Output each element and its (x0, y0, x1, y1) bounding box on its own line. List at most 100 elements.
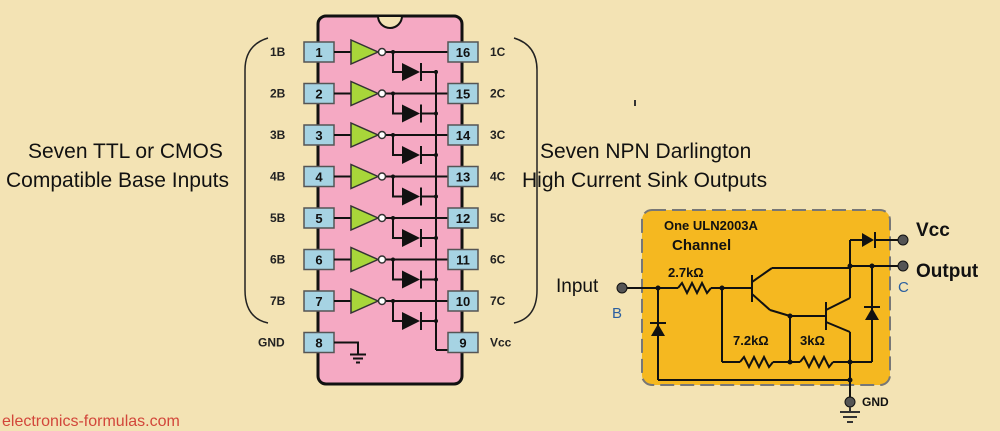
pin-number-left: 1 (315, 45, 322, 60)
pin-box-right (447, 207, 479, 229)
diode-icon (402, 229, 420, 247)
diode-wire (392, 176, 402, 198)
diode-wire (392, 52, 402, 73)
junction-dot (434, 111, 438, 116)
diode-wire (392, 301, 402, 322)
diode-icon (402, 146, 420, 164)
pin-label-left: 3B (270, 128, 286, 142)
pin-label-left: 1B (270, 45, 286, 59)
pin-number-right: 9 (459, 336, 466, 351)
pin-label-right: 7C (490, 294, 506, 308)
pin-label-right: Vcc (490, 336, 512, 350)
inverter-bubble (377, 255, 387, 264)
pin-box-right (447, 331, 479, 354)
r3-label: 3kΩ (800, 333, 825, 348)
left-bracket (244, 37, 269, 324)
ic-package (316, 14, 464, 386)
buffer-triangle (350, 163, 380, 190)
inverter-bubble (377, 296, 387, 306)
inverter-bubble (377, 47, 387, 57)
vcc-label: Vcc (916, 220, 950, 241)
buffer-triangle (350, 246, 380, 273)
output-pin-label: C (898, 279, 909, 296)
pin-box-right (447, 41, 479, 63)
pin-label-left: GND (258, 336, 285, 350)
junction-dot (434, 319, 438, 323)
ground-icon (840, 407, 860, 423)
channel-box (641, 209, 891, 386)
pin-number-left: 2 (315, 87, 322, 102)
input-terminal (616, 282, 628, 294)
buffer-triangle (350, 38, 380, 66)
output-label: Output (916, 261, 979, 282)
pin-box-right (447, 165, 479, 188)
junction-dot (434, 194, 438, 199)
inverter-bubble (377, 89, 387, 98)
left-caption-line1: Seven TTL or CMOS (28, 140, 223, 163)
inverter-bubble (377, 172, 387, 181)
diode-wire (392, 93, 402, 115)
junction-dot (434, 277, 438, 282)
buffer-triangle (350, 80, 380, 107)
diode-wire (392, 135, 402, 156)
junction-dot (434, 153, 438, 157)
pin-number-right: 13 (456, 170, 470, 185)
diode-icon (402, 104, 420, 123)
diode-icon (402, 270, 420, 289)
buffer-triangle (350, 204, 380, 232)
input-label: Input (556, 276, 599, 297)
junction-dot (434, 70, 438, 74)
diode-icon (402, 63, 420, 81)
r1-label: 2.7kΩ (668, 265, 704, 280)
pin-number-right: 16 (456, 45, 470, 60)
pin-label-left: 7B (270, 294, 286, 308)
pin-label-right: 6C (490, 253, 506, 267)
channel-subtitle: Channel (672, 237, 731, 254)
input-pin-label: B (612, 305, 622, 322)
gnd-terminal (844, 396, 856, 408)
pin-number-right: 12 (456, 211, 470, 226)
right-caption-line1: Seven NPN Darlington (540, 140, 751, 163)
ic-body (316, 14, 464, 386)
channel-schematic: One ULN2003A Channel 2.7kΩ 7.2kΩ 3kΩ Inp… (556, 209, 979, 423)
pin-label-left: 4B (270, 170, 286, 184)
inverter-bubble (377, 130, 387, 140)
pin-box-right (447, 290, 479, 312)
pin-label-right: 4C (490, 170, 506, 184)
pin-number-left: 5 (315, 211, 322, 226)
output-terminal (897, 260, 909, 272)
diode-wire (392, 259, 402, 281)
pin-box-right (447, 82, 479, 105)
pin-label-right: 1C (490, 45, 506, 59)
ic-notch (376, 15, 404, 29)
buffer-triangle (350, 287, 380, 315)
right-caption-line2: High Current Sink Outputs (522, 169, 767, 192)
gnd-wire (334, 341, 359, 355)
pin-number-left: 3 (315, 128, 322, 143)
pin-number-left: 4 (315, 170, 323, 185)
buffer-triangle (350, 121, 380, 149)
left-caption-line2: Compatible Base Inputs (6, 169, 229, 192)
diode-icon (402, 187, 420, 206)
junction-dot (434, 236, 438, 240)
vcc-terminal (897, 234, 909, 246)
pin-label-left: 5B (270, 211, 286, 225)
pin-label-left: 6B (270, 253, 286, 267)
r2-label: 7.2kΩ (733, 333, 769, 348)
pin-number-right: 15 (456, 87, 470, 102)
pin-number-left: 7 (315, 294, 322, 309)
pin-label-right: 2C (490, 87, 506, 101)
pin-box-right (447, 124, 479, 146)
diode-icon (402, 312, 420, 330)
channel-title: One ULN2003A (664, 218, 759, 233)
pin-number-left: 6 (315, 253, 322, 268)
watermark: electronics-formulas.com (2, 413, 180, 430)
pin-label-right: 5C (490, 211, 506, 225)
pin-label-left: 2B (270, 87, 286, 101)
pin-number-right: 10 (456, 294, 470, 309)
right-bracket (513, 37, 538, 324)
pin-number-right: 11 (456, 253, 470, 268)
diode-wire (392, 218, 402, 239)
pin-box-right (447, 248, 479, 271)
